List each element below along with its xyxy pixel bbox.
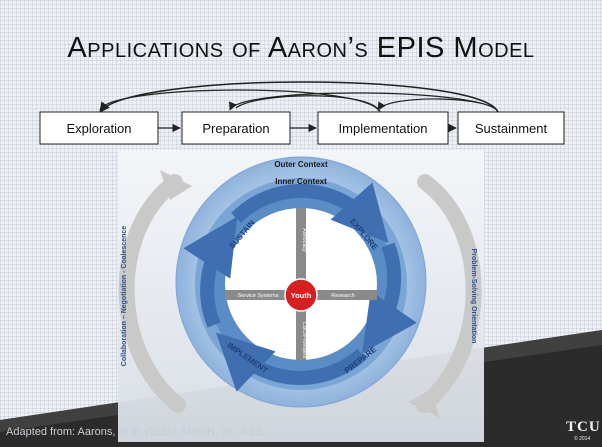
inner-context-label: Inner Context xyxy=(275,177,327,186)
cross-label-bottom: CBO/Providers xyxy=(301,322,307,359)
center-youth-circle xyxy=(284,278,318,312)
phase-box-sustainment xyxy=(457,111,565,145)
cycle-arrow-top xyxy=(231,182,389,243)
left-side-arc xyxy=(118,174,186,413)
tcu-logo-year: © 2014 xyxy=(574,436,591,442)
tcu-logo: TCU xyxy=(566,419,601,435)
outer-context-label: Outer Context xyxy=(274,160,328,169)
left-side-label: Collaboration – Negotiation - Coalescenc… xyxy=(121,226,128,367)
right-side-arc xyxy=(416,174,482,413)
cross-label-right: Research xyxy=(331,293,355,299)
left-arc-arrowhead xyxy=(160,170,192,200)
citation: Adapted from: Aarons, et al. (2011). MHS… xyxy=(6,426,265,438)
feedback-arc-implement-prepare xyxy=(235,95,381,113)
phase-label-exploration: Exploration xyxy=(66,121,131,136)
phase-label-sustainment: Sustainment xyxy=(475,121,548,136)
cross-label-top: Advocacy xyxy=(301,228,307,252)
right-side-label: Problem-Solving Orientation xyxy=(470,249,477,344)
cross-label-left: Service Systems xyxy=(238,293,279,299)
phase-label-implementation: Implementation xyxy=(339,121,428,136)
center-label: Youth xyxy=(291,291,312,300)
slide-title: Applications of Aaron’s EPIS Model xyxy=(67,32,535,64)
feedback-arc-sustain-implement xyxy=(377,98,499,113)
cycle-arrow-left xyxy=(183,216,238,328)
phase-box-implementation xyxy=(317,111,449,145)
feedback-arc-implement-explore xyxy=(99,89,381,113)
right-arc-arrowhead xyxy=(408,390,440,418)
phase-label-preparation: Preparation xyxy=(202,121,269,136)
cycle-arrow-right xyxy=(362,242,417,354)
cycle-arrow-bottom xyxy=(215,332,367,392)
